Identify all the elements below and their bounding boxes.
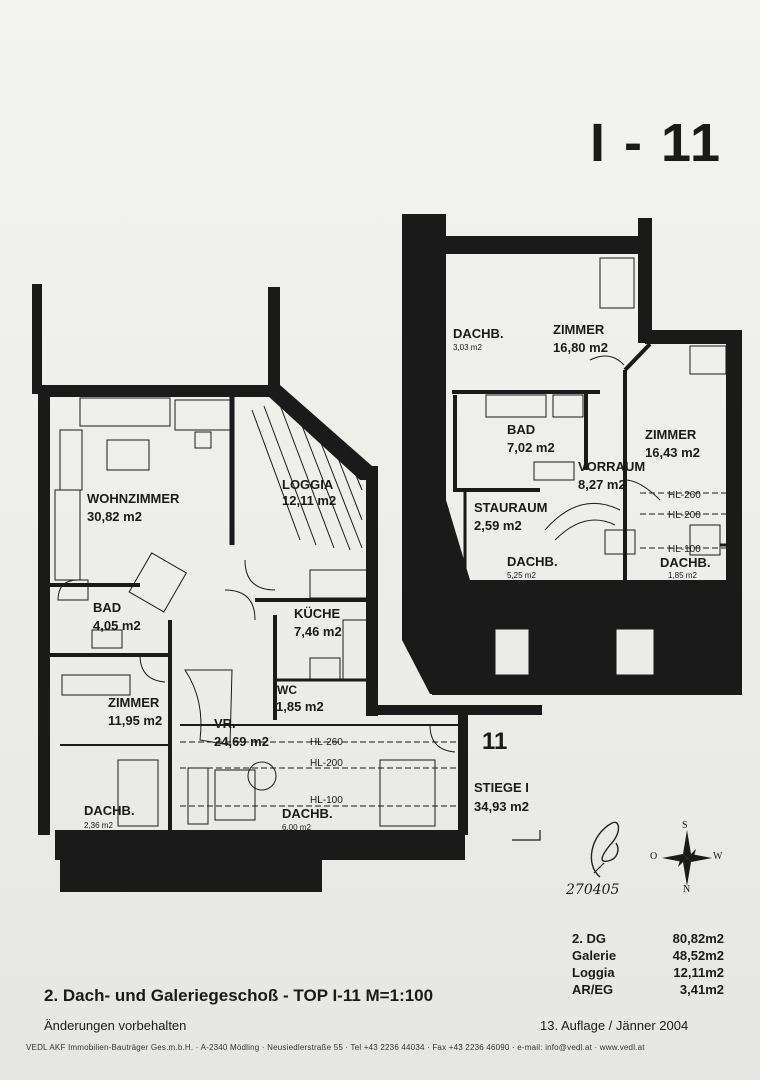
height-line-label: HL-200 — [668, 510, 701, 521]
upper-floor-plan — [402, 214, 742, 695]
lower-floor-plan — [32, 284, 542, 892]
room-name: DACHB. — [660, 555, 711, 570]
handwritten-signature — [590, 821, 620, 878]
room-name: ZIMMER — [645, 427, 697, 442]
room-area: 16,80 m2 — [553, 340, 608, 355]
area-row: 2. DG 80,82m2 — [572, 930, 724, 947]
room-area: 5,25 m2 — [507, 571, 536, 580]
room-name: ZIMMER — [108, 695, 160, 710]
height-line-label: HL-100 — [310, 795, 343, 806]
area-value: 3,41m2 — [679, 982, 724, 997]
upper-floor-labels: DACHB. 3,03 m2 ZIMMER 16,80 m2 BAD 7,02 … — [453, 322, 711, 580]
area-row: Loggia 12,11m2 — [572, 964, 724, 981]
room-name: WOHNZIMMER — [87, 491, 180, 506]
room-name: BAD — [93, 600, 121, 615]
compass-rose: S N O W — [650, 820, 724, 896]
area-row: Galerie 48,52m2 — [572, 947, 724, 964]
lower-floor-labels: WOHNZIMMER 30,82 m2 LOGGIA 12,11 m2 BAD … — [84, 477, 529, 832]
room-name: WC — [277, 683, 297, 697]
room-name: KÜCHE — [294, 606, 341, 621]
room-area: 34,93 m2 — [474, 799, 529, 814]
area-value: 48,52m2 — [672, 948, 724, 963]
compass-icon — [662, 830, 712, 886]
footer-address: VEDL AKF Immobilien-Bauträger Ges.m.b.H.… — [26, 1043, 645, 1052]
room-area: 1,85 m2 — [668, 571, 697, 580]
area-label: 2. DG — [572, 931, 606, 946]
room-area: 30,82 m2 — [87, 509, 142, 524]
room-area: 3,03 m2 — [453, 343, 482, 352]
room-area: 8,27 m2 — [578, 477, 626, 492]
room-name: LOGGIA — [282, 477, 334, 492]
height-line-label: HL-100 — [668, 544, 701, 555]
area-label: Galerie — [572, 948, 617, 963]
height-line-label: HL-260 — [668, 490, 701, 501]
room-area: 1,85 m2 — [276, 699, 324, 714]
room-name: STAURAUM — [474, 500, 547, 515]
height-line-label: HL-200 — [310, 758, 343, 769]
room-name: DACHB. — [84, 803, 135, 818]
compass-south: S — [682, 820, 688, 831]
compass-west: W — [713, 851, 723, 862]
room-name: ZIMMER — [553, 322, 605, 337]
room-area: 12,11 m2 — [282, 493, 336, 508]
disclaimer: Änderungen vorbehalten — [44, 1018, 187, 1033]
unit-number: I - 11 — [590, 113, 723, 173]
room-name: DACHB. — [282, 806, 333, 821]
area-label: Loggia — [572, 965, 615, 980]
room-name: STIEGE I — [474, 780, 529, 795]
room-area: 6,00 m2 — [282, 823, 311, 832]
area-value: 80,82m2 — [672, 931, 724, 946]
stair-number: 11 — [482, 728, 508, 755]
handwritten-note: 270405 — [566, 882, 620, 898]
edition: 13. Auflage / Jänner 2004 — [540, 1018, 689, 1033]
area-value: 12,11m2 — [673, 965, 724, 980]
plan-title: 2. Dach- und Galeriegeschoß - TOP I-11 M… — [44, 986, 434, 1005]
room-name: VR. — [214, 716, 236, 731]
room-area: 2,36 m2 — [84, 821, 113, 830]
compass-east: O — [650, 851, 658, 862]
area-summary: 2. DG 80,82m2 Galerie 48,52m2 Loggia 12,… — [572, 930, 724, 998]
height-line-label: HL-260 — [310, 737, 343, 748]
room-area: 4,05 m2 — [93, 618, 141, 633]
room-area: 11,95 m2 — [108, 713, 162, 728]
room-name: BAD — [507, 422, 535, 437]
area-row: AR/EG 3,41m2 — [572, 981, 724, 998]
room-name: DACHB. — [507, 554, 558, 569]
room-area: 2,59 m2 — [474, 518, 522, 533]
room-name: VORRAUM — [578, 459, 645, 474]
room-area: 16,43 m2 — [645, 445, 700, 460]
room-name: DACHB. — [453, 326, 504, 341]
room-area: 24,69 m2 — [214, 734, 269, 749]
room-area: 7,02 m2 — [507, 440, 555, 455]
area-label: AR/EG — [572, 982, 614, 997]
compass-north: N — [683, 884, 691, 895]
room-area: 7,46 m2 — [294, 624, 342, 639]
